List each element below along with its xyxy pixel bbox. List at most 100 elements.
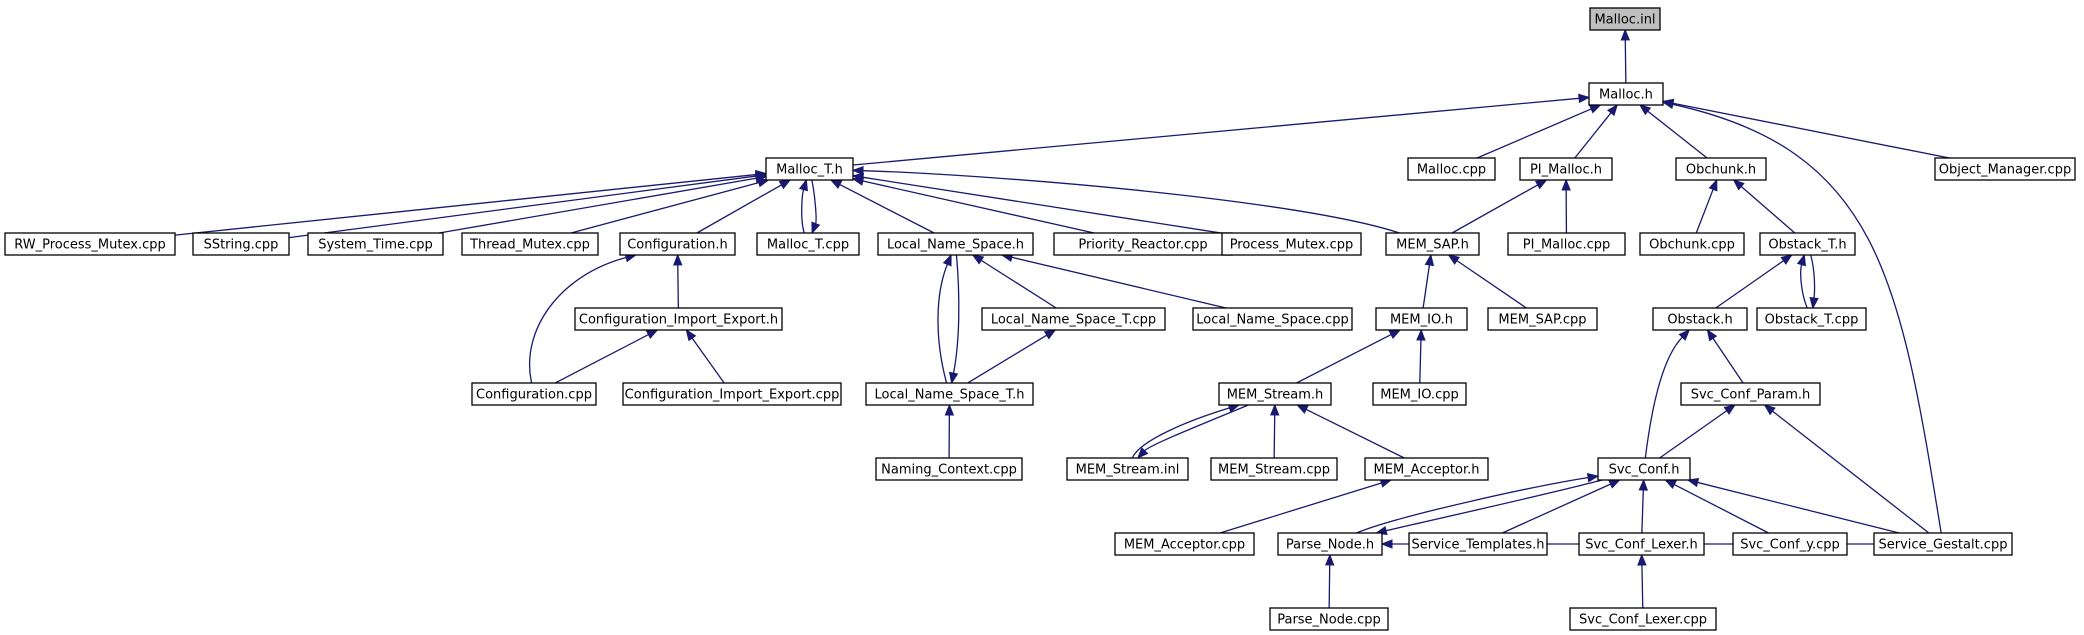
node-config-ie-h[interactable]: Configuration_Import_Export.h [574,307,783,331]
node-object-manager[interactable]: Object_Manager.cpp [1934,157,2076,181]
node-malloc-h[interactable]: Malloc.h [1588,82,1664,106]
node-rw-process-mutex[interactable]: RW_Process_Mutex.cpp [4,232,176,256]
node-mem-sap-cpp[interactable]: MEM_SAP.cpp [1487,307,1598,331]
node-box[interactable] [471,382,597,406]
node-obchunk-cpp[interactable]: Obchunk.cpp [1639,232,1745,256]
node-box[interactable] [1407,157,1496,181]
node-lns-T-cpp[interactable]: Local_Name_Space_T.cpp [981,307,1166,331]
node-box[interactable] [1408,532,1548,556]
node-malloc-T-h[interactable]: Malloc_T.h [765,157,854,181]
node-obstack-h[interactable]: Obstack.h [1652,307,1748,331]
node-box[interactable] [4,232,176,256]
node-box[interactable] [1372,382,1467,406]
node-configuration-h[interactable]: Configuration.h [619,232,736,256]
node-thread-mutex[interactable]: Thread_Mutex.cpp [461,232,599,256]
edge-line [952,254,960,374]
node-box[interactable] [1588,82,1664,106]
node-mem-stream-h[interactable]: MEM_Stream.h [1218,382,1332,406]
node-box[interactable] [1759,232,1856,256]
node-obchunk-h[interactable]: Obchunk.h [1675,157,1767,181]
node-mem-sap-h[interactable]: MEM_SAP.h [1385,232,1480,256]
node-svc-conf-h[interactable]: Svc_Conf.h [1597,457,1691,481]
node-naming-context[interactable]: Naming_Context.cpp [875,457,1023,481]
node-malloc-T-cpp[interactable]: Malloc_T.cpp [756,232,860,256]
node-lns-h[interactable]: Local_Name_Space.h [877,232,1034,256]
node-box[interactable] [981,307,1166,331]
node-label: MEM_IO.cpp [1380,388,1458,403]
node-mem-io-cpp[interactable]: MEM_IO.cpp [1372,382,1467,406]
node-service-templates[interactable]: Service_Templates.h [1408,532,1548,556]
node-lns-cpp[interactable]: Local_Name_Space.cpp [1192,307,1353,331]
node-configuration-cpp[interactable]: Configuration.cpp [471,382,597,406]
node-box[interactable] [1589,7,1661,31]
node-box[interactable] [1218,382,1332,406]
node-box[interactable] [1756,307,1867,331]
node-system-time[interactable]: System_Time.cpp [307,232,444,256]
node-box[interactable] [574,307,783,331]
node-box[interactable] [1873,532,2013,556]
node-box[interactable] [1221,232,1362,256]
node-mem-acceptor-h[interactable]: MEM_Acceptor.h [1364,457,1489,481]
node-label: SString.cpp [204,238,279,253]
node-box[interactable] [1192,307,1353,331]
edge-lns_T_h-to-lns_T_cpp [967,329,1057,384]
node-lns-T-h[interactable]: Local_Name_Space_T.h [865,382,1034,406]
node-box[interactable] [1210,457,1338,481]
node-box[interactable] [756,232,860,256]
node-box[interactable] [1385,232,1480,256]
node-box[interactable] [192,232,290,256]
node-box[interactable] [1675,157,1767,181]
node-box[interactable] [1507,232,1626,256]
node-box[interactable] [877,232,1034,256]
node-box[interactable] [765,157,854,181]
node-config-ie-cpp[interactable]: Configuration_Import_Export.cpp [622,382,842,406]
node-box[interactable] [1066,457,1189,481]
node-obstack-T-h[interactable]: Obstack_T.h [1759,232,1856,256]
node-box[interactable] [1364,457,1489,481]
node-box[interactable] [875,457,1023,481]
node-svc-conf-lexer-cpp[interactable]: Svc_Conf_Lexer.cpp [1569,607,1717,631]
node-box[interactable] [1269,607,1389,631]
edge-process_mutex-to-malloc_T_h [851,172,1223,234]
node-service-gestalt[interactable]: Service_Gestalt.cpp [1873,532,2013,556]
node-box[interactable] [622,382,842,406]
node-box[interactable] [1732,532,1848,556]
node-label: Obchunk.cpp [1649,238,1735,253]
node-obstack-T-cpp[interactable]: Obstack_T.cpp [1756,307,1867,331]
node-box[interactable] [1277,532,1383,556]
node-mem-stream-inl[interactable]: MEM_Stream.inl [1066,457,1189,481]
node-priority-reactor[interactable]: Priority_Reactor.cpp [1053,232,1233,256]
node-process-mutex[interactable]: Process_Mutex.cpp [1221,232,1362,256]
node-box[interactable] [1114,532,1255,556]
node-box[interactable] [307,232,444,256]
node-box[interactable] [1519,157,1613,181]
edge-line [1740,186,1796,234]
node-parse-node-h[interactable]: Parse_Node.h [1277,532,1383,556]
node-mem-io-h[interactable]: MEM_IO.h [1375,307,1468,331]
node-box[interactable] [1578,532,1705,556]
node-box[interactable] [1375,307,1468,331]
node-malloc-inl[interactable]: Malloc.inl [1589,7,1661,31]
node-box[interactable] [865,382,1034,406]
arrowhead [1561,178,1571,191]
node-svc-conf-y[interactable]: Svc_Conf_y.cpp [1732,532,1848,556]
node-box[interactable] [619,232,736,256]
node-box[interactable] [1569,607,1717,631]
node-parse-node-cpp[interactable]: Parse_Node.cpp [1269,607,1389,631]
node-box[interactable] [1934,157,2076,181]
node-pi-malloc-cpp[interactable]: PI_Malloc.cpp [1507,232,1626,256]
node-svc-conf-lexer-h[interactable]: Svc_Conf_Lexer.h [1578,532,1705,556]
node-svc-conf-param-h[interactable]: Svc_Conf_Param.h [1680,382,1821,406]
node-box[interactable] [461,232,599,256]
node-box[interactable] [1597,457,1691,481]
node-box[interactable] [1639,232,1745,256]
node-mem-acceptor-cpp[interactable]: MEM_Acceptor.cpp [1114,532,1255,556]
node-mem-stream-cpp[interactable]: MEM_Stream.cpp [1210,457,1338,481]
node-sstring[interactable]: SString.cpp [192,232,290,256]
node-malloc-cpp[interactable]: Malloc.cpp [1407,157,1496,181]
edge-obstack_T_cpp-to-obstack_T_h [1796,253,1808,309]
node-box[interactable] [1680,382,1821,406]
node-box[interactable] [1652,307,1748,331]
node-pi-malloc-h[interactable]: PI_Malloc.h [1519,157,1613,181]
node-box[interactable] [1487,307,1598,331]
